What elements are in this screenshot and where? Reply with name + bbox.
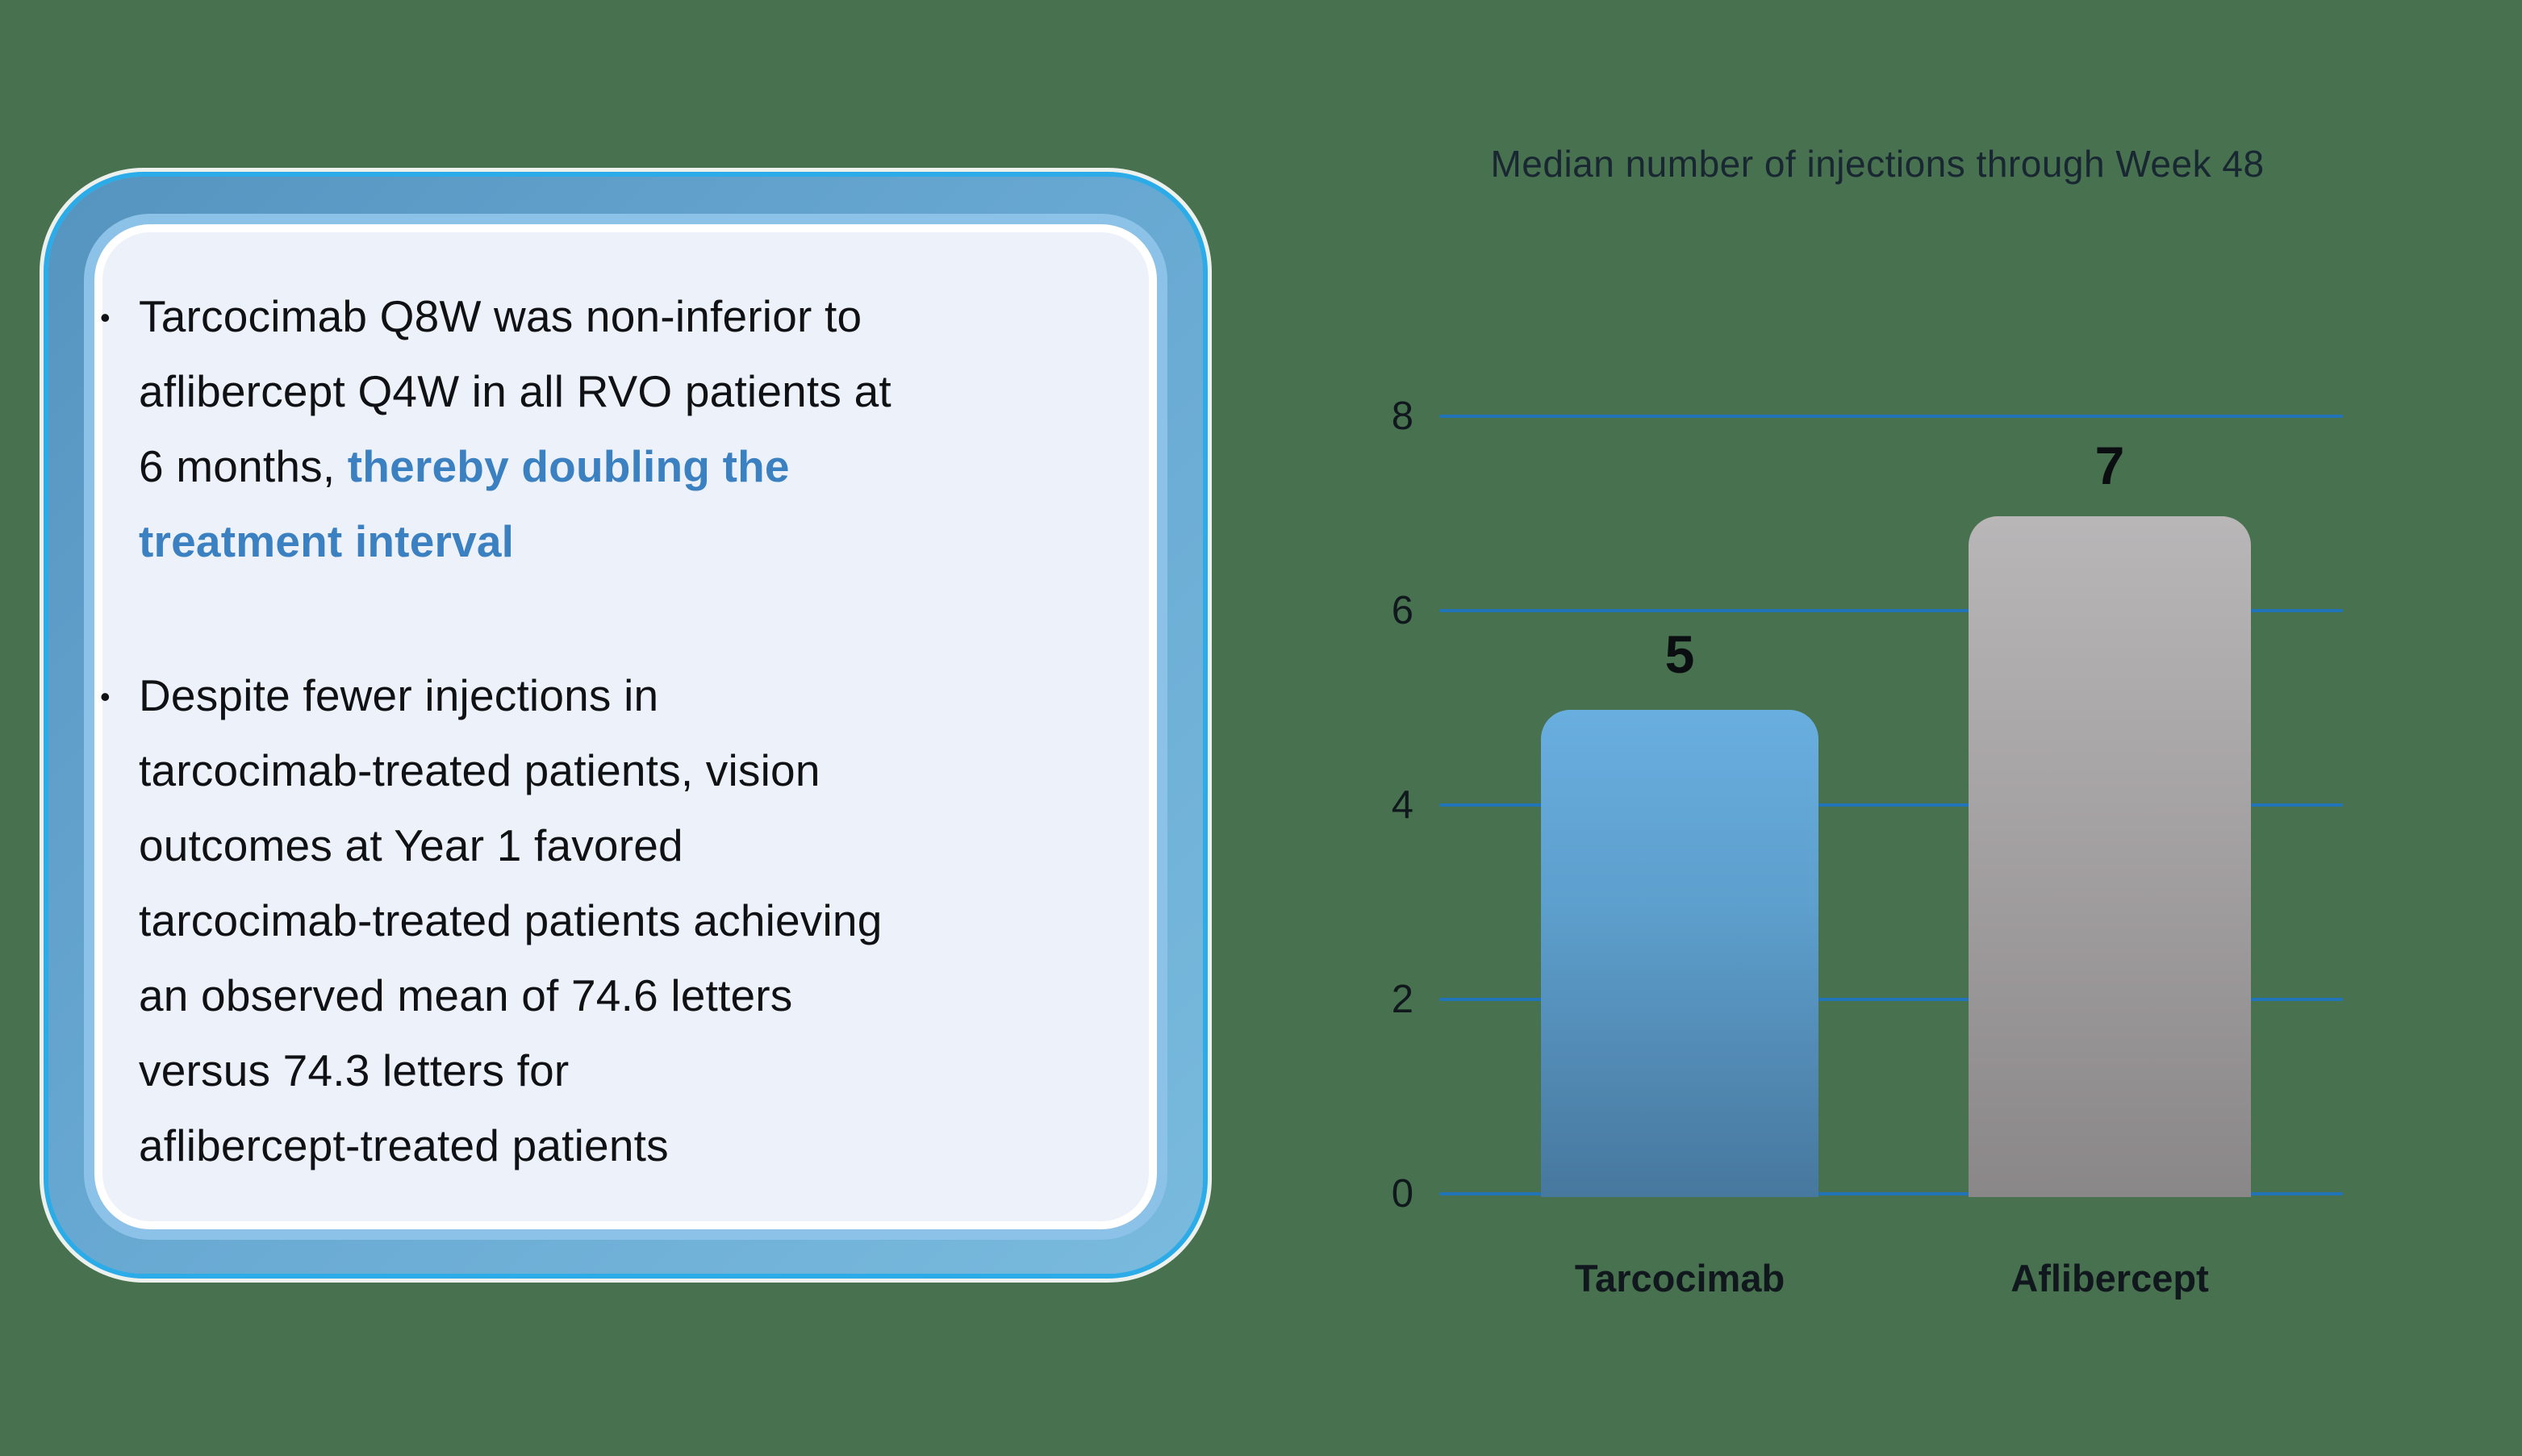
- y-tick-label-4: 4: [1391, 783, 1413, 827]
- bullet1-line4-highlight: treatment interval: [139, 516, 515, 566]
- bar-value-tarcocimab: 5: [1664, 624, 1695, 684]
- gridline-6: [1439, 609, 2343, 612]
- chart-title: Median number of injections through Week…: [1490, 143, 2265, 185]
- bullet2-line7: aflibercept-treated patients: [139, 1120, 669, 1170]
- bullet2-line6: versus 74.3 letters for: [139, 1045, 570, 1095]
- summary-card-text: • Tarcocimab Q8W was non-inferior to afl…: [100, 279, 1163, 1183]
- y-tick-label-2: 2: [1391, 978, 1413, 1021]
- bullet2-line4: tarcocimab-treated patients achieving: [139, 895, 883, 945]
- bullet2-line1: Despite fewer injections in: [139, 670, 659, 720]
- bullet-point-2: • Despite fewer injections in tarcocimab…: [100, 658, 1163, 1183]
- bullet2-line5: an observed mean of 74.6 letters: [139, 970, 793, 1020]
- bullet-point-1: • Tarcocimab Q8W was non-inferior to afl…: [100, 279, 1163, 579]
- bullet1-line1: Tarcocimab Q8W was non-inferior to: [139, 291, 862, 341]
- bullet1-line2: aflibercept Q4W in all RVO patients at: [139, 366, 891, 416]
- gridline-8: [1439, 415, 2343, 418]
- bar-value-aflibercept: 7: [2094, 436, 2125, 495]
- bullet-marker: •: [100, 680, 111, 713]
- bullet-marker: •: [100, 301, 111, 334]
- bullet1-line3: 6 months, thereby doubling the: [139, 429, 1163, 504]
- bullet2-line3: outcomes at Year 1 favored: [139, 820, 683, 870]
- gridline-2: [1439, 998, 2343, 1001]
- bullet2-line2: tarcocimab-treated patients, vision: [139, 745, 820, 795]
- summary-card-body: [84, 214, 1167, 1240]
- x-axis-label-tarcocimab: Tarcocimab: [1574, 1257, 1785, 1300]
- y-tick-label-0: 0: [1391, 1172, 1413, 1216]
- bar-tarcocimab: [1541, 710, 1818, 1197]
- bar-aflibercept: [1969, 516, 2251, 1197]
- y-tick-label-8: 8: [1391, 394, 1413, 438]
- summary-card: [48, 177, 1203, 1274]
- bullet1-line3-highlight: thereby doubling the: [347, 441, 790, 491]
- bullet1-line3-normal: 6 months,: [139, 441, 348, 491]
- gridline-0: [1439, 1192, 2343, 1195]
- gridline-4: [1439, 803, 2343, 807]
- x-axis-label-aflibercept: Aflibercept: [2011, 1257, 2209, 1300]
- y-tick-label-6: 6: [1391, 589, 1413, 632]
